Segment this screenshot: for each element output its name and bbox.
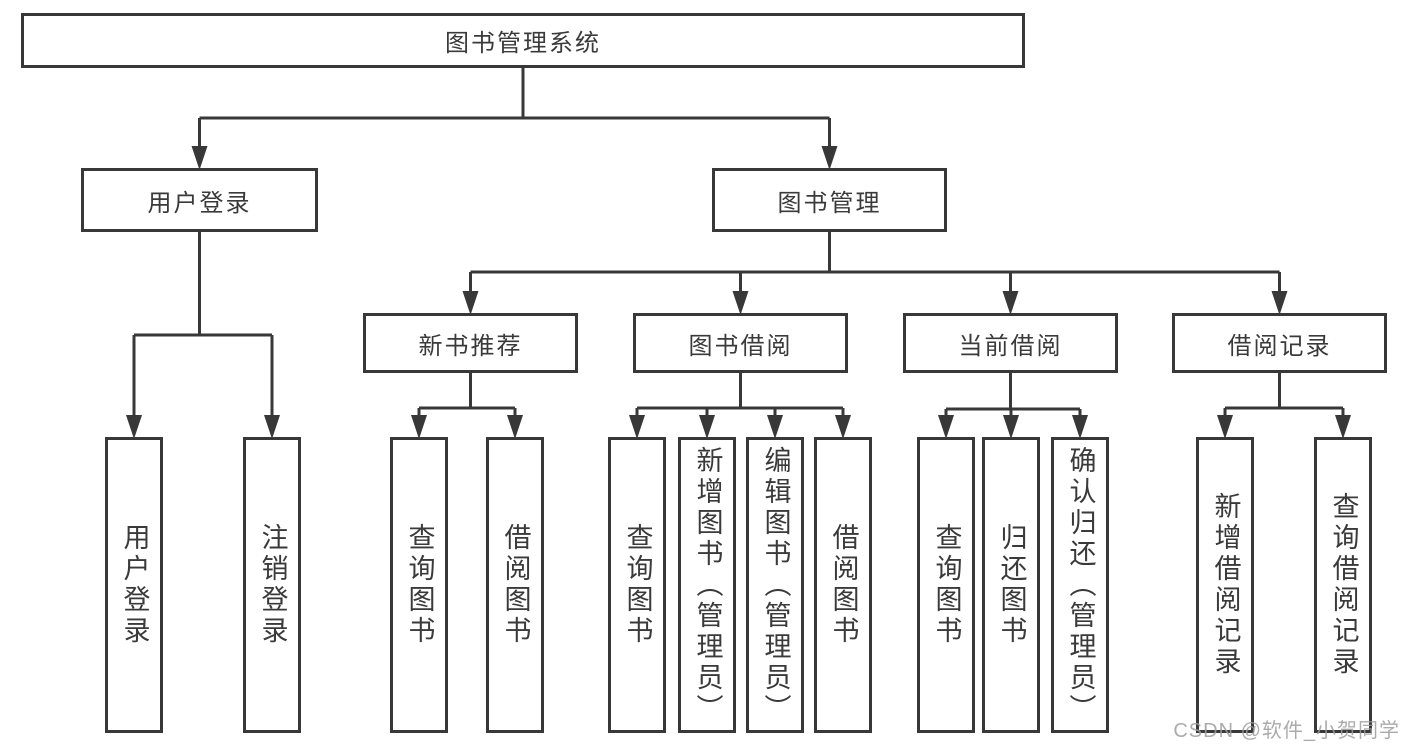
node-label: 注销登录 — [257, 523, 288, 647]
node-label: 借阅记录 — [1227, 332, 1332, 360]
node-label: 用户登录 — [147, 189, 252, 217]
node-label: 查询图书 — [622, 523, 653, 647]
node-leaf-query-books-3: 查询图书 — [917, 437, 975, 733]
node-label: 借阅图书 — [500, 523, 531, 647]
arrowheads — [126, 146, 1351, 439]
node-user-login: 用户登录 — [81, 168, 318, 232]
node-new-book-recommend: 新书推荐 — [363, 313, 578, 373]
connector-borrow-records-children — [1223, 373, 1345, 415]
connector-book-mgmt-to-level3 — [469, 232, 1281, 291]
node-label: 图书借阅 — [688, 332, 793, 360]
connector-root-to-level2 — [198, 68, 831, 146]
node-leaf-return-books: 归还图书 — [982, 437, 1040, 733]
node-label: 用户登录 — [119, 523, 150, 647]
node-label: 查询借阅记录 — [1328, 492, 1359, 678]
node-leaf-logout: 注销登录 — [243, 437, 301, 733]
connector-current-borrow-children — [944, 373, 1082, 415]
node-label: 新增图书（管理员） — [692, 445, 723, 725]
node-leaf-user-login: 用户登录 — [105, 437, 163, 733]
node-library-system-root: 图书管理系统 — [21, 13, 1025, 68]
node-label: 图书管理 — [777, 189, 882, 217]
node-label: 图书管理系统 — [445, 30, 601, 57]
node-leaf-add-borrow-record: 新增借阅记录 — [1196, 437, 1254, 733]
node-borrow-records: 借阅记录 — [1172, 313, 1387, 373]
node-leaf-borrow-books-2: 借阅图书 — [814, 437, 872, 733]
csdn-watermark: CSDN @软件_小贺同学 — [1173, 720, 1400, 742]
connector-new-book-children — [417, 373, 517, 415]
node-leaf-borrow-books-1: 借阅图书 — [486, 437, 544, 733]
node-leaf-edit-books-admin: 编辑图书（管理员） — [746, 437, 804, 733]
connector-user-login-children — [132, 232, 274, 415]
node-leaf-confirm-return-admin: 确认归还（管理员） — [1051, 437, 1109, 733]
node-book-management: 图书管理 — [712, 168, 947, 232]
node-label: 编辑图书（管理员） — [760, 445, 791, 725]
node-leaf-add-books-admin: 新增图书（管理员） — [678, 437, 736, 733]
node-leaf-query-books-2: 查询图书 — [608, 437, 666, 733]
node-label: 查询图书 — [404, 523, 435, 647]
node-label: 新书推荐 — [418, 332, 523, 360]
node-label: 查询图书 — [931, 523, 962, 647]
node-leaf-query-books-1: 查询图书 — [390, 437, 448, 733]
node-label: 归还图书 — [996, 523, 1027, 647]
node-book-borrow: 图书借阅 — [633, 313, 848, 373]
node-label: 当前借阅 — [958, 332, 1063, 360]
node-label: 确认归还（管理员） — [1065, 445, 1096, 725]
node-current-borrow: 当前借阅 — [903, 313, 1118, 373]
node-leaf-query-borrow-record: 查询借阅记录 — [1314, 437, 1372, 733]
node-label: 借阅图书 — [828, 523, 859, 647]
connector-book-borrow-children — [635, 373, 845, 415]
node-label: 新增借阅记录 — [1210, 492, 1241, 678]
